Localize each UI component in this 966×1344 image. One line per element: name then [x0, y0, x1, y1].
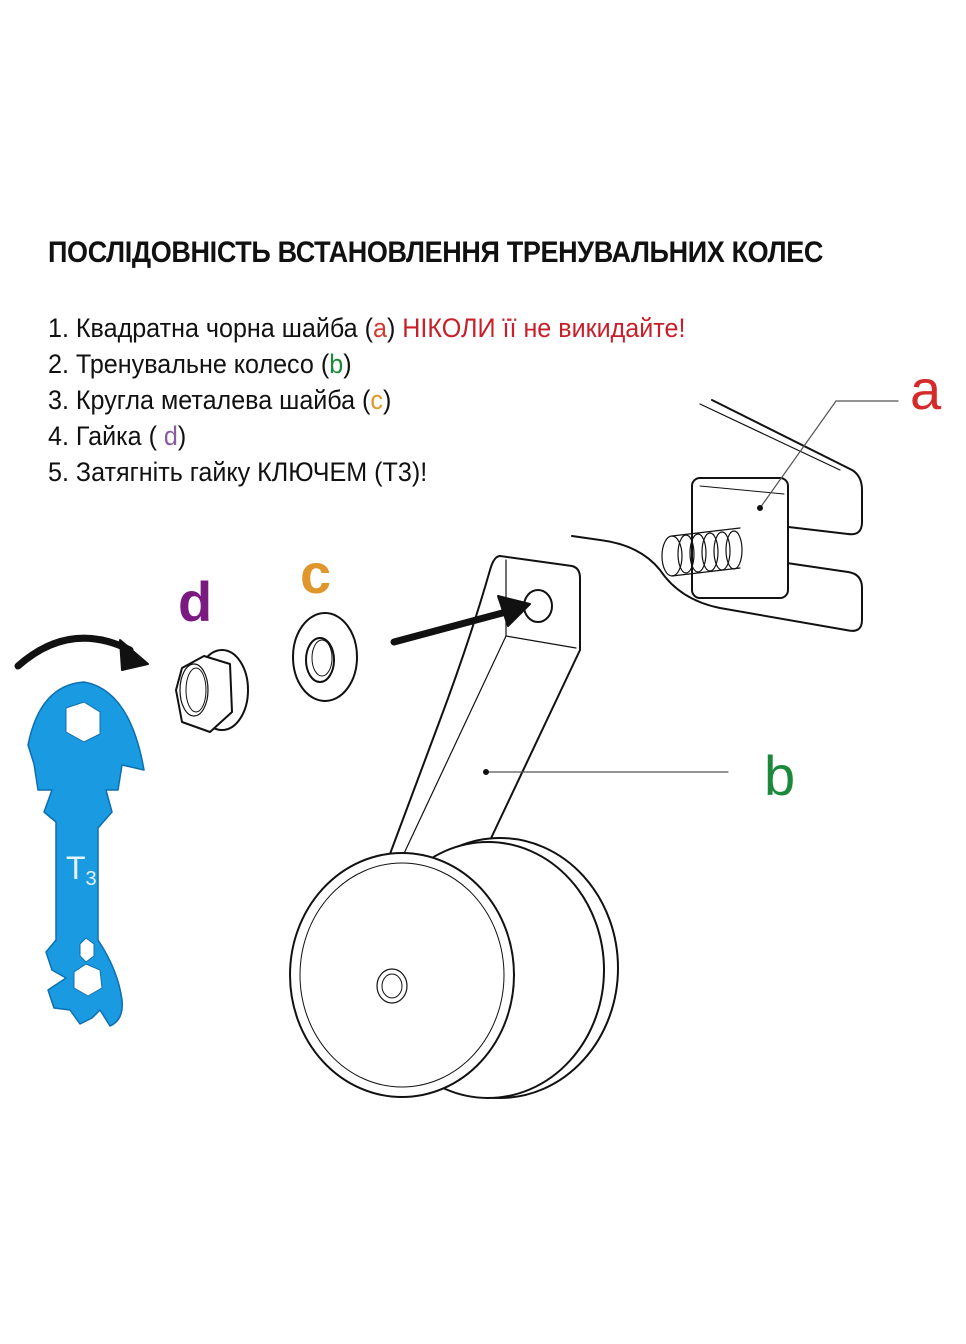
- wrench-icon: [27, 681, 145, 1027]
- step-1: 1. Квадратна чорна шайба (a) НІКОЛИ її н…: [48, 313, 686, 343]
- round-washer-icon: [292, 612, 358, 702]
- step-2: 2. Тренувальне колесо (b): [48, 349, 352, 379]
- label-d: d: [178, 570, 213, 633]
- step-4: 4. Гайка ( d): [48, 421, 187, 451]
- bike-dropout: [571, 399, 863, 632]
- bolt-thread-icon: [661, 527, 743, 577]
- label-c: c: [300, 542, 332, 605]
- rotate-arrow-icon: [14, 634, 149, 671]
- label-a: a: [910, 358, 942, 421]
- wrench-label: T3: [66, 850, 97, 890]
- leader-line-a: [759, 400, 837, 509]
- label-b: b: [764, 744, 796, 807]
- page-title: ПОСЛІДОВНІСТЬ ВСТАНОВЛЕННЯ ТРЕНУВАЛЬНИХ …: [48, 236, 824, 269]
- step-3: 3. Кругла металева шайба (c): [48, 385, 392, 415]
- hex-nut-icon: [175, 649, 249, 733]
- training-wheel-icon: [289, 555, 619, 1099]
- instruction-list: 1. Квадратна чорна шайба (a) НІКОЛИ її н…: [48, 310, 685, 490]
- square-washer-icon: [661, 477, 789, 599]
- step-5: 5. Затягніть гайку КЛЮЧЕМ (Т3)!: [48, 457, 428, 487]
- insert-arrow-icon: [390, 595, 531, 646]
- warning-text: НІКОЛИ її не викидайте!: [395, 313, 686, 343]
